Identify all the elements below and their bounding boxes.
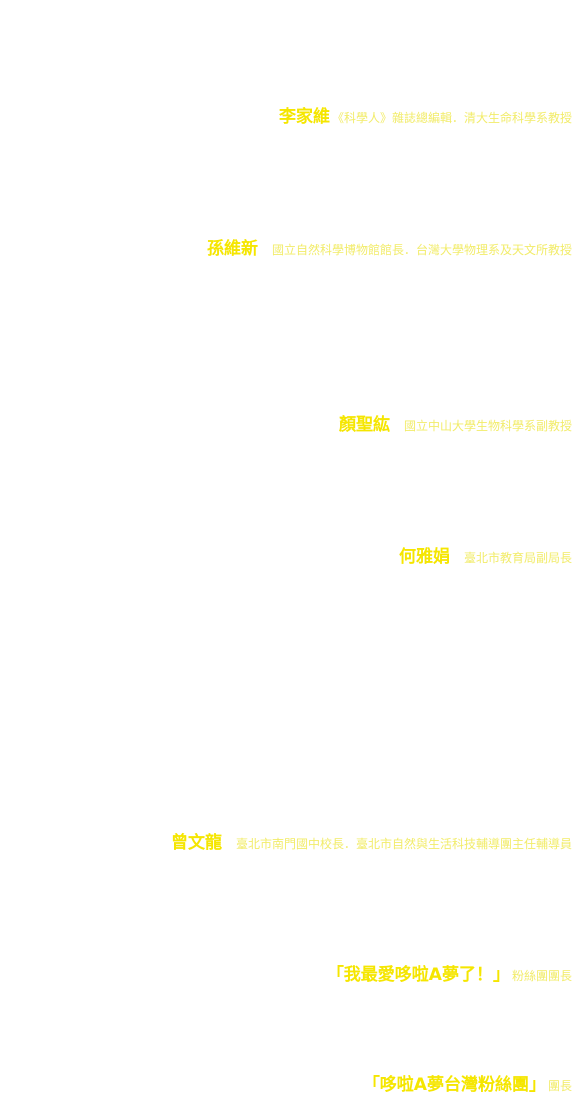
- endorser-name: 顏聖紘: [338, 415, 390, 435]
- endorser-row-6: 「我最愛哆啦A夢了！」粉絲團團長: [327, 965, 572, 985]
- endorser-title: 臺北市南門國中校長．臺北市自然與生活科技輔導團主任輔導員: [235, 837, 572, 851]
- endorser-name: 何雅娟: [398, 547, 450, 567]
- endorser-row-1: 李家維《科學人》雜誌總編輯．清大生命科學系教授: [279, 107, 572, 127]
- endorser-row-3: 顏聖紘國立中山大學生物科學系副教授: [339, 415, 572, 435]
- endorser-name: 李家維: [278, 107, 330, 127]
- endorser-title: 國立自然科學博物館館長．台灣大學物理系及天文所教授: [271, 243, 572, 257]
- endorser-title: 《科學人》雜誌總編輯．清大生命科學系教授: [331, 111, 572, 125]
- endorser-title: 粉絲團團長: [511, 969, 572, 983]
- endorser-title: 國立中山大學生物科學系副教授: [403, 419, 572, 433]
- endorser-row-2: 孫維新國立自然科學博物館館長．台灣大學物理系及天文所教授: [207, 239, 572, 259]
- endorser-title: 團長: [547, 1079, 572, 1093]
- endorser-name: 孫維新: [206, 239, 258, 259]
- endorser-title: 臺北市教育局副局長: [463, 551, 572, 565]
- endorser-name: 「哆啦A夢台灣粉絲團」: [362, 1075, 546, 1095]
- endorser-name: 曾文龍: [170, 833, 222, 853]
- endorser-name: 「我最愛哆啦A夢了！」: [326, 965, 510, 985]
- endorser-row-7: 「哆啦A夢台灣粉絲團」團長: [363, 1075, 572, 1095]
- endorser-row-5: 曾文龍臺北市南門國中校長．臺北市自然與生活科技輔導團主任輔導員: [171, 833, 572, 853]
- endorser-row-4: 何雅娟臺北市教育局副局長: [399, 547, 572, 567]
